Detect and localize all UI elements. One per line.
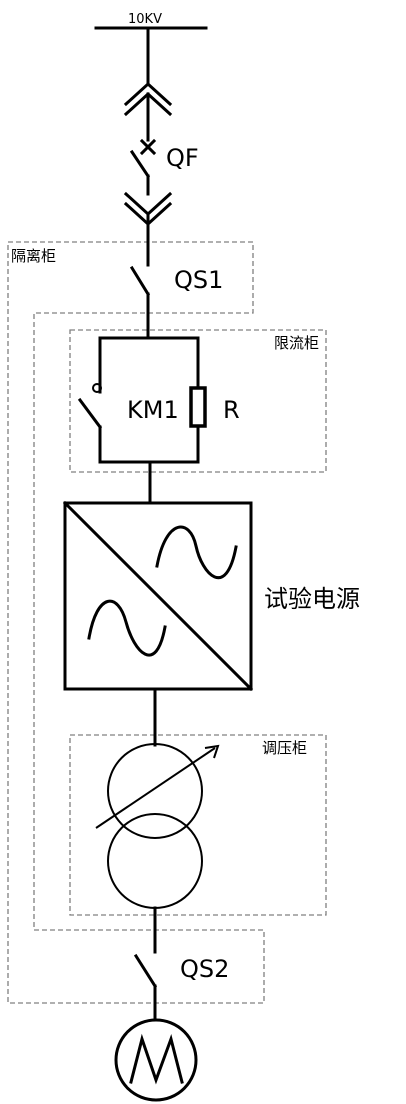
regulator-secondary-winding-icon (107, 813, 203, 909)
qs1-blade (129, 265, 151, 297)
motor-icon (114, 1018, 198, 1102)
regulator-primary-winding-icon (107, 743, 203, 839)
regulator-adjust-arrowhead-icon (204, 744, 220, 759)
upper-connector-chevron-top (123, 81, 173, 107)
motor-winding-zigzag (129, 1033, 184, 1085)
qs2-blade (133, 953, 158, 989)
resistor-icon (189, 386, 207, 428)
isolation-cabinet-label: 隔离柜 (11, 247, 56, 265)
breaker-label: QF (166, 144, 199, 172)
voltage-regulation-cabinet-label: 调压柜 (262, 739, 307, 757)
output-sine-icon (155, 525, 238, 580)
km1-label: KM1 (127, 396, 179, 424)
busbar-label: 10KV (128, 12, 162, 27)
voltage-regulation-cabinet-outline (69, 734, 327, 916)
resistor-label: R (223, 396, 240, 424)
km1-blade (77, 397, 103, 430)
isolation-cabinet-outline (7, 241, 265, 1004)
breaker-blade (129, 149, 151, 179)
input-sine-icon (87, 599, 167, 657)
breaker-cross-b (139, 138, 157, 156)
regulator-adjust-arrow-shaft (95, 747, 216, 829)
qs1-label: QS1 (174, 266, 223, 294)
qs2-label: QS2 (180, 955, 229, 983)
power-source-label: 试验电源 (264, 585, 360, 613)
current-limit-cabinet-outline (69, 329, 327, 473)
km1-contact-hook-icon (92, 383, 102, 393)
current-limit-cabinet-label: 限流柜 (274, 334, 319, 352)
power-source-diagonal (62, 500, 254, 692)
current-limit-top-bus (98, 336, 200, 389)
